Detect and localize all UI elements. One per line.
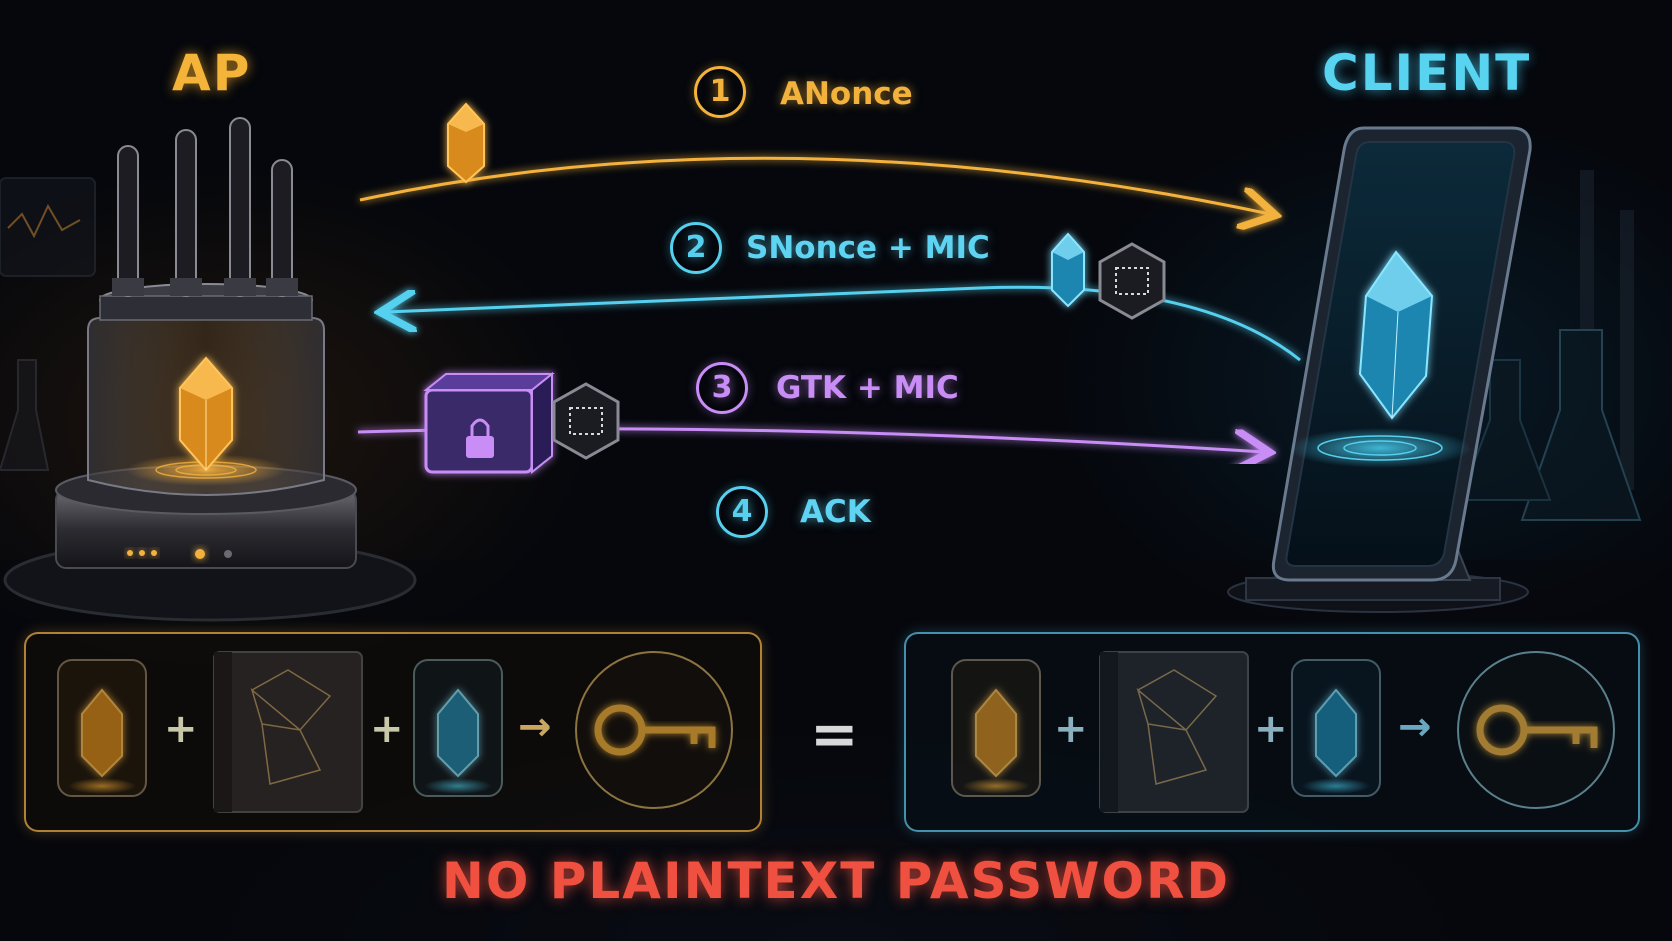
client-crystal-icon — [1358, 250, 1434, 420]
client-passphrase-book-icon — [1099, 651, 1249, 813]
step-4-label: ACK — [800, 494, 871, 530]
ap-crystal-icon — [179, 356, 233, 472]
step-4-number: 4 — [716, 486, 768, 538]
left-lab-equipment — [0, 177, 96, 471]
step-1-number: 1 — [694, 66, 746, 118]
equals-sign: = — [810, 700, 859, 768]
ap-passphrase-book-icon — [213, 651, 363, 813]
client-plus-1: + — [1054, 706, 1088, 752]
no-plaintext-warning: NO PLAINTEXT PASSWORD — [442, 852, 1230, 910]
mic-badge-icon — [552, 382, 620, 460]
step-1-arrow — [359, 156, 1270, 214]
ap-anonce-jar-icon — [57, 659, 147, 797]
ap-key-icon — [575, 651, 733, 809]
ap-derive-arrow: → — [518, 704, 552, 750]
client-title: CLIENT — [1322, 44, 1532, 102]
step-2-label: SNonce + MIC — [746, 230, 990, 266]
step-3-number: 3 — [696, 362, 748, 414]
right-lab-equipment — [1458, 170, 1642, 521]
client-plus-2: + — [1254, 706, 1288, 752]
step-2-number: 2 — [670, 222, 722, 274]
ap-snonce-jar-icon — [413, 659, 503, 797]
client-derive-arrow: → — [1398, 704, 1432, 750]
ap-plus-2: + — [370, 706, 404, 752]
ap-title: AP — [172, 44, 252, 102]
gtk-lock-box-icon — [423, 371, 555, 475]
anonce-crystal-icon — [447, 102, 485, 184]
client-key-derivation-panel — [904, 632, 1640, 832]
ap-plus-1: + — [164, 706, 198, 752]
step-1-label: ANonce — [780, 76, 913, 112]
client-anonce-jar-icon — [951, 659, 1041, 797]
client-snonce-jar-icon — [1291, 659, 1381, 797]
client-key-icon — [1457, 651, 1615, 809]
ap-key-derivation-panel — [24, 632, 762, 832]
step-3-label: GTK + MIC — [776, 370, 959, 406]
mic-badge-icon — [1098, 242, 1166, 320]
ap-device — [3, 117, 417, 622]
snonce-crystal-icon — [1051, 232, 1085, 308]
